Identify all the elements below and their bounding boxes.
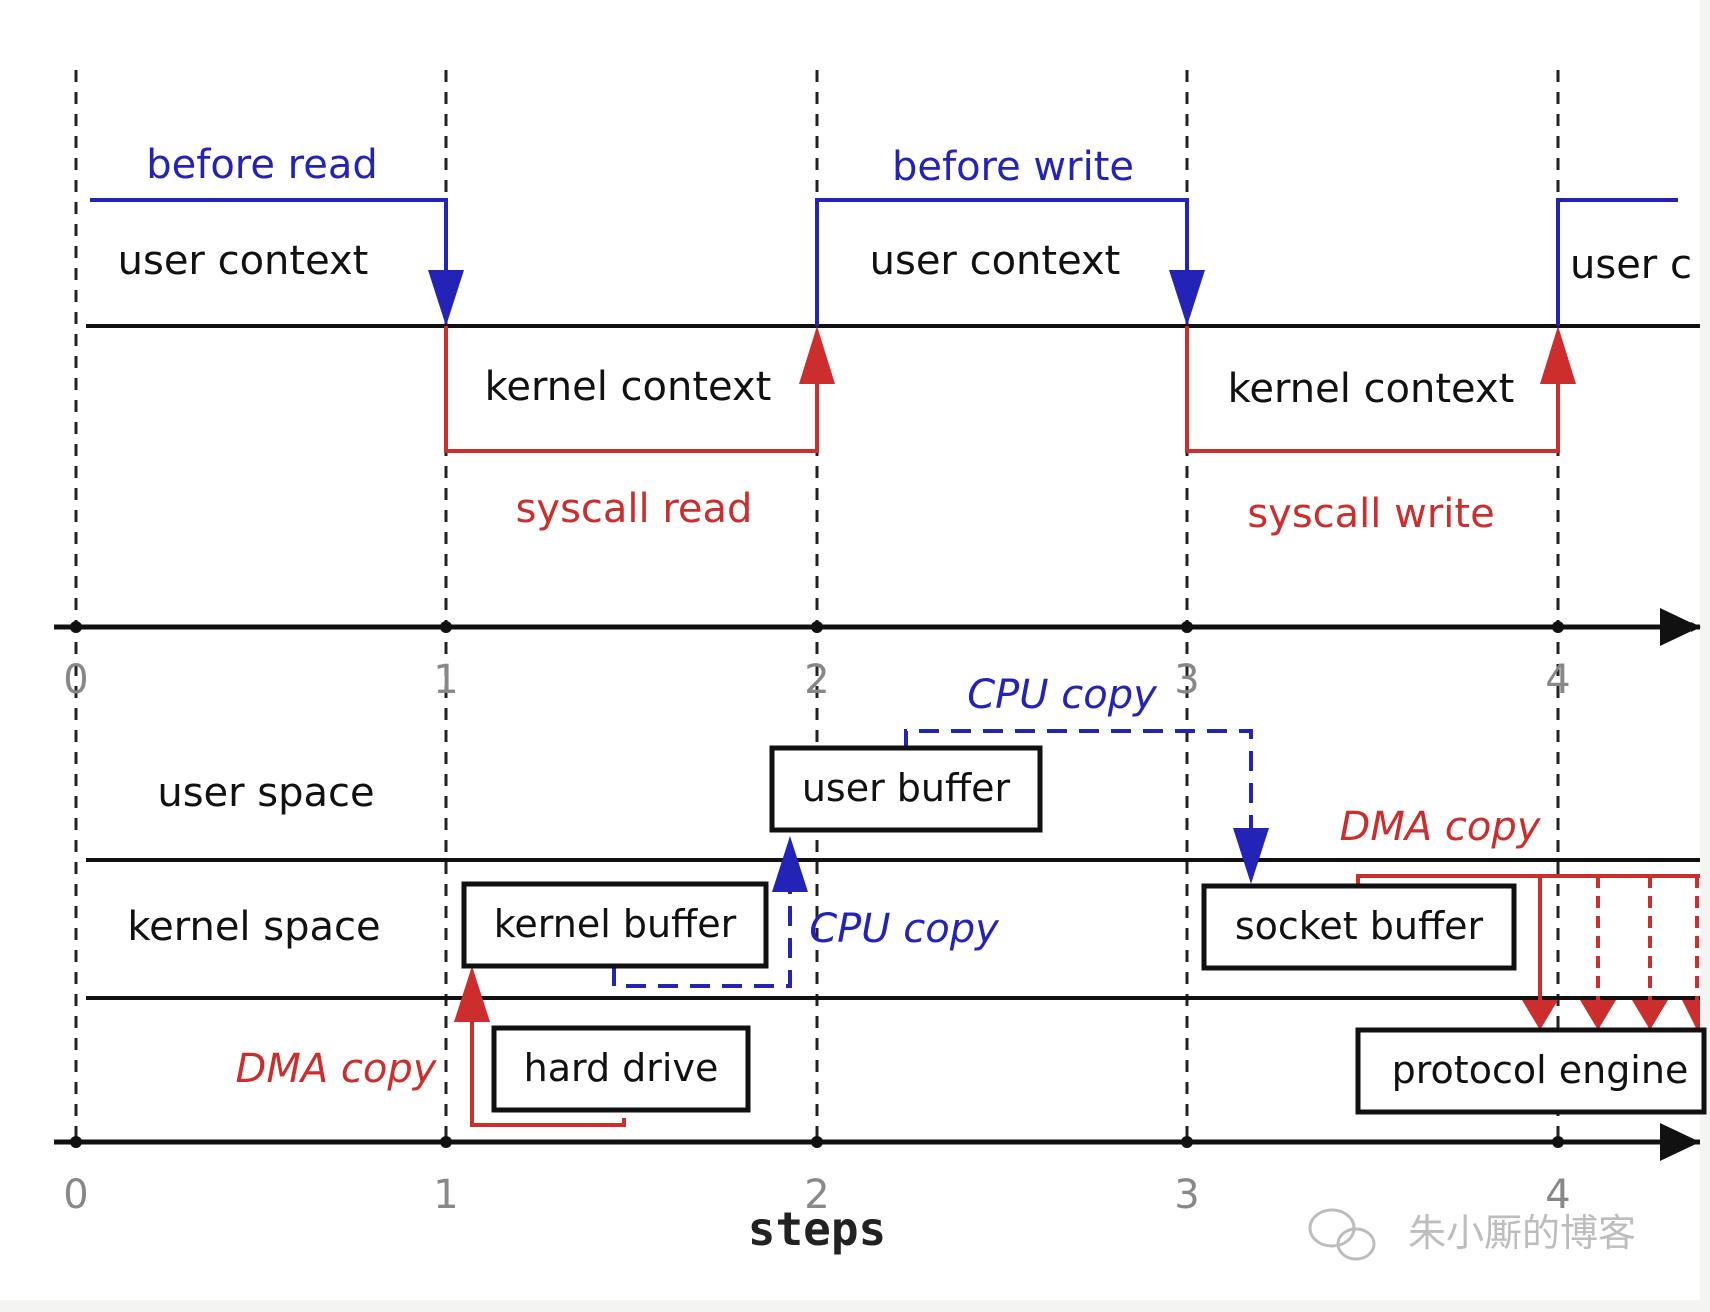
time-axis-bottom-arrowhead bbox=[1660, 1123, 1700, 1161]
time-axis-top-labels: 0 1 2 3 4 bbox=[63, 657, 1570, 703]
kernel-context-signal bbox=[444, 326, 1560, 453]
protocol-engine-box: protocol engine bbox=[1355, 1027, 1707, 1115]
user-buffer-label: user buffer bbox=[802, 766, 1011, 810]
dma-copy-read-arrow bbox=[454, 966, 490, 1022]
user-context-label-3: user c bbox=[1570, 242, 1692, 288]
tick-label-1: 1 bbox=[433, 657, 458, 703]
cpu-copy-write-label: CPU copy bbox=[967, 672, 1158, 718]
tick-label-4: 4 bbox=[1545, 1172, 1570, 1218]
tick-label-2: 2 bbox=[804, 657, 829, 703]
tick-label-4: 4 bbox=[1545, 657, 1570, 703]
watermark: 朱小厮的博客 bbox=[1308, 1208, 1636, 1261]
time-axis-top-arrowhead bbox=[1660, 608, 1700, 646]
user-context-label-2: user context bbox=[870, 238, 1121, 284]
cpu-copy-read-path bbox=[612, 890, 792, 988]
return-to-user-arrows bbox=[799, 326, 1576, 384]
time-axis-bottom-labels: 0 1 2 3 4 bbox=[63, 1172, 1570, 1218]
time-axis-bottom-ticks bbox=[70, 1136, 1564, 1148]
dma-copy-write-label: DMA copy bbox=[1340, 804, 1542, 850]
dma-copy-read-path bbox=[470, 1018, 626, 1127]
dma-copy-read-label: DMA copy bbox=[236, 1046, 438, 1092]
syscall-read-label: syscall read bbox=[516, 486, 753, 532]
switch-arrow-read bbox=[428, 270, 464, 326]
user-context-label-1: user context bbox=[118, 238, 369, 284]
hard-drive-label: hard drive bbox=[524, 1046, 719, 1090]
tick-label-0: 0 bbox=[63, 1172, 88, 1218]
time-axis-top-ticks bbox=[70, 621, 1564, 633]
tick-label-3: 3 bbox=[1174, 657, 1199, 703]
wechat-icon bbox=[1308, 1208, 1376, 1261]
watermark-text: 朱小厮的博客 bbox=[1408, 1211, 1636, 1255]
socket-buffer-label: socket buffer bbox=[1235, 904, 1484, 948]
tick-label-0: 0 bbox=[63, 657, 88, 703]
socket-buffer-box: socket buffer bbox=[1201, 883, 1517, 971]
axis-title-steps: steps bbox=[748, 1202, 886, 1256]
kernel-buffer-box: kernel buffer bbox=[461, 881, 769, 969]
user-context-signal bbox=[90, 198, 1678, 326]
cpu-copy-write-arrow bbox=[1233, 828, 1269, 884]
before-write-label: before write bbox=[892, 144, 1134, 190]
cpu-copy-write-path bbox=[904, 729, 1253, 830]
cpu-copy-read-arrow bbox=[772, 836, 808, 892]
return-arrow-write bbox=[1540, 326, 1576, 384]
tick-label-3: 3 bbox=[1174, 1172, 1199, 1218]
return-arrow-read bbox=[799, 326, 835, 384]
switch-to-kernel-arrows bbox=[428, 270, 1205, 326]
kernel-context-label-1: kernel context bbox=[485, 364, 772, 410]
protocol-engine-label: protocol engine bbox=[1392, 1048, 1689, 1092]
kernel-context-label-2: kernel context bbox=[1228, 366, 1515, 412]
kernel-buffer-label: kernel buffer bbox=[494, 902, 737, 946]
user-space-label: user space bbox=[157, 770, 374, 816]
switch-arrow-write bbox=[1169, 270, 1205, 326]
dma-copy-write-arrows bbox=[1522, 1000, 1700, 1030]
syscall-write-label: syscall write bbox=[1247, 491, 1494, 537]
user-buffer-box: user buffer bbox=[769, 745, 1043, 833]
before-read-label: before read bbox=[146, 142, 378, 188]
cpu-copy-read-label: CPU copy bbox=[809, 906, 1000, 952]
kernel-space-label: kernel space bbox=[127, 904, 380, 950]
tick-label-1: 1 bbox=[433, 1172, 458, 1218]
hard-drive-box: hard drive bbox=[491, 1025, 751, 1113]
tick-label-2: 2 bbox=[804, 1172, 829, 1218]
